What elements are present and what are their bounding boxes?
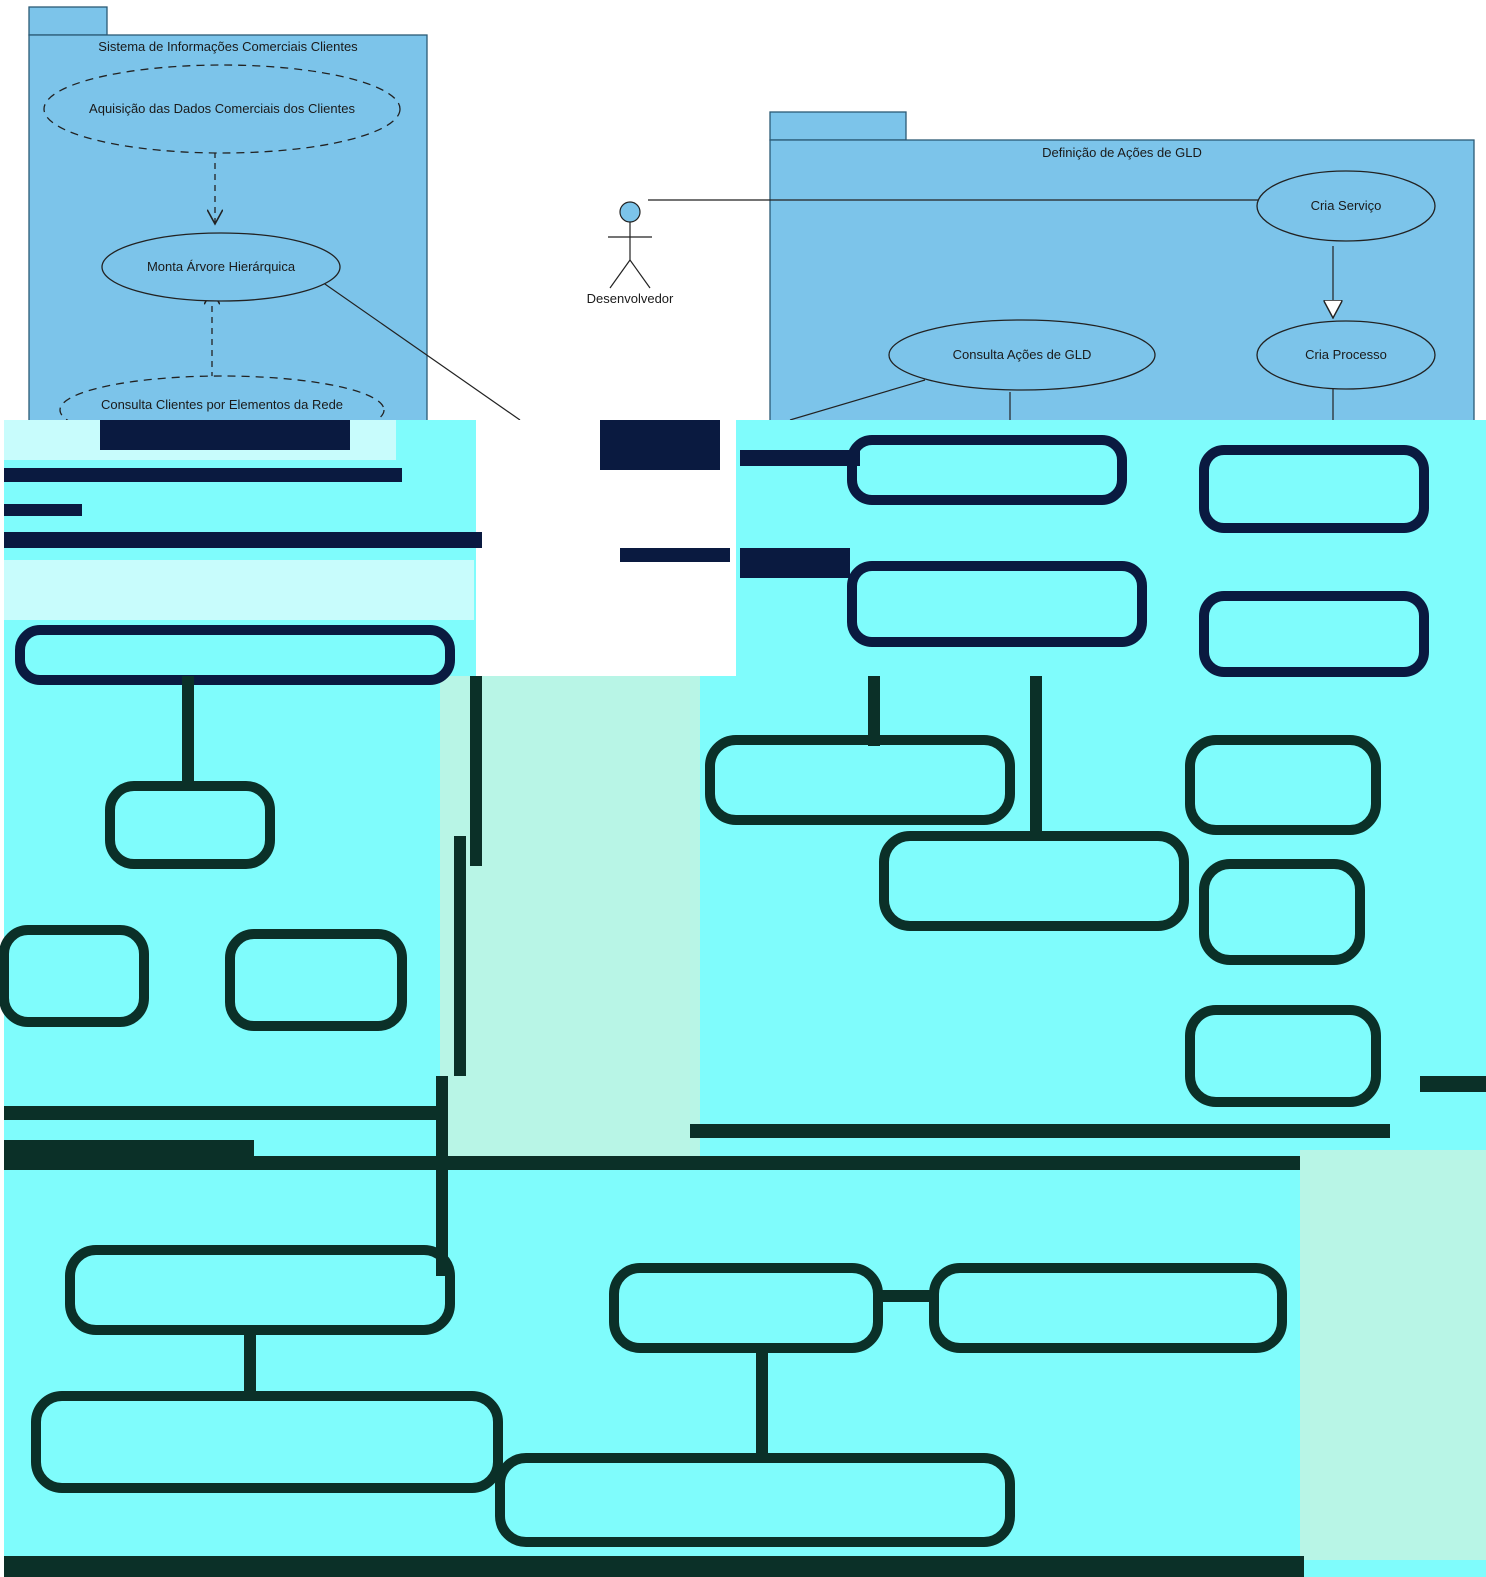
use-case-label: Cria Processo xyxy=(1305,347,1387,362)
glitch-dark-lines xyxy=(4,676,1486,1577)
glitch-bar xyxy=(4,468,402,482)
use-case-cria-processo[interactable]: Cria Processo xyxy=(1256,320,1436,390)
package-title: Definição de Ações de GLD xyxy=(1042,145,1202,160)
association-line xyxy=(321,281,521,420)
use-case-label: Monta Árvore Hierárquica xyxy=(147,259,296,274)
use-case-monta-arvore[interactable]: Monta Árvore Hierárquica xyxy=(101,232,341,302)
package-title: Sistema de Informações Comerciais Client… xyxy=(98,39,358,54)
glitch-bar xyxy=(740,548,850,578)
glitch-mint-block xyxy=(440,676,700,1156)
use-case-consulta-acoes[interactable]: Consulta Ações de GLD xyxy=(888,319,1156,391)
glitch-bar xyxy=(100,420,350,450)
actor-desenvolvedor[interactable]: Desenvolvedor xyxy=(587,201,674,306)
use-case-aquisicao[interactable]: Aquisição das Dados Comerciais dos Clien… xyxy=(43,64,401,154)
use-case-label: Consulta Clientes por Elementos da Rede xyxy=(101,397,343,412)
package-tab xyxy=(28,6,108,36)
glitch-bar xyxy=(620,548,730,562)
relations xyxy=(212,152,1333,420)
association-line xyxy=(789,379,926,420)
package-tab xyxy=(769,111,907,141)
use-case-label: Aquisição das Dados Comerciais dos Clien… xyxy=(89,101,355,116)
glitch-strip xyxy=(4,560,474,620)
glitch-bar xyxy=(4,532,482,548)
actor-label: Desenvolvedor xyxy=(587,291,674,306)
use-case-consulta-clientes[interactable]: Consulta Clientes por Elementos da Rede xyxy=(59,375,385,420)
use-case-label: Consulta Ações de GLD xyxy=(953,347,1092,362)
glitch-mint-block xyxy=(1300,1150,1486,1560)
glitch-bar xyxy=(4,504,82,516)
glitch-dark-shapes xyxy=(0,735,1381,1547)
glitch-bar xyxy=(600,420,720,470)
use-case-label: Cria Serviço xyxy=(1311,198,1382,213)
glitch-ellipse-shapes xyxy=(15,435,1429,685)
use-case-cria-servico[interactable]: Cria Serviço xyxy=(1256,170,1436,242)
stick-figure-icon xyxy=(608,201,652,289)
glitch-bar xyxy=(740,450,860,466)
use-case-diagram: Sistema de Informações Comerciais Client… xyxy=(28,6,1475,420)
